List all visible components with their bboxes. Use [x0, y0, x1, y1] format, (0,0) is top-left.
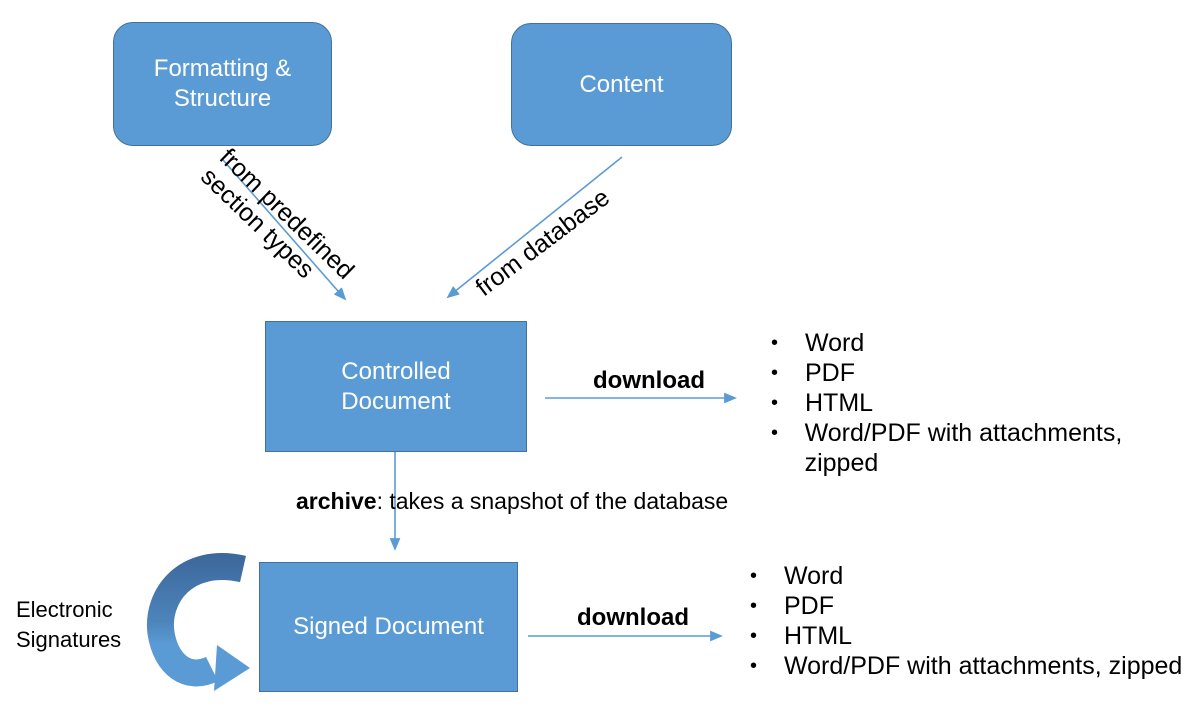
list-item-text: Word/PDF with attachments, zipped [784, 652, 1183, 680]
list-item-text: PDF [784, 592, 834, 620]
node-content-label: Content [579, 70, 664, 98]
node-signed-document: Signed Document [259, 562, 518, 692]
electronic-signatures-label: Electronic Signatures [16, 597, 122, 652]
list-item-text: Word [784, 562, 844, 590]
list-item: • Word/PDF with attachments, zipped [750, 651, 1182, 681]
arrow-formatting-to-controlled [222, 159, 347, 301]
list-item: • Word [750, 561, 1182, 591]
download-formats-list-top: • Word • PDF • HTML • Word/PDF with atta… [771, 328, 1198, 477]
edge-label-download-bottom: download [577, 604, 689, 631]
bullet-icon: • [750, 565, 758, 587]
download-formats-list-bottom: • Word • PDF • HTML • Word/PDF with atta… [750, 561, 1182, 681]
edge-label-download-top: download [593, 367, 705, 394]
list-item: • PDF [771, 358, 1198, 388]
electronic-signatures-curved-arrow-icon [146, 553, 246, 687]
list-item: • HTML [750, 621, 1182, 651]
list-item: • PDF [750, 591, 1182, 621]
list-item-text: PDF [805, 359, 855, 387]
list-item: • Word [771, 328, 1198, 358]
node-formatting-structure-label: Formatting & Structure [153, 55, 292, 112]
node-controlled-document: Controlled Document [265, 321, 527, 452]
arrow-content-to-controlled [446, 156, 623, 299]
bullet-icon: • [750, 625, 758, 647]
node-content: Content [511, 23, 732, 146]
list-item-text: Word/PDF with attachments, zipped [804, 419, 1123, 477]
node-controlled-document-label: Controlled Document [341, 357, 451, 415]
bullet-icon: • [771, 332, 779, 354]
bullet-icon: • [750, 595, 758, 617]
bullet-icon: • [771, 422, 779, 444]
bullet-icon: • [771, 392, 779, 414]
list-item-text: HTML [784, 622, 853, 650]
list-item-text: HTML [805, 389, 874, 417]
node-signed-document-label: Signed Document [293, 613, 484, 640]
archive-description: : takes a snapshot of the database [376, 488, 729, 514]
curved-arrow-head-icon [214, 645, 250, 691]
bullet-icon: • [771, 362, 779, 384]
list-item: • HTML [771, 388, 1198, 418]
archive-keyword: archive [296, 488, 377, 514]
list-item-text: Word [805, 329, 865, 357]
node-formatting-structure: Formatting & Structure [113, 22, 332, 146]
list-item: • Word/PDF with attachments, zipped [771, 418, 1198, 477]
bullet-icon: • [750, 655, 758, 677]
edge-label-archive: archive: takes a snapshot of the databas… [296, 488, 728, 515]
